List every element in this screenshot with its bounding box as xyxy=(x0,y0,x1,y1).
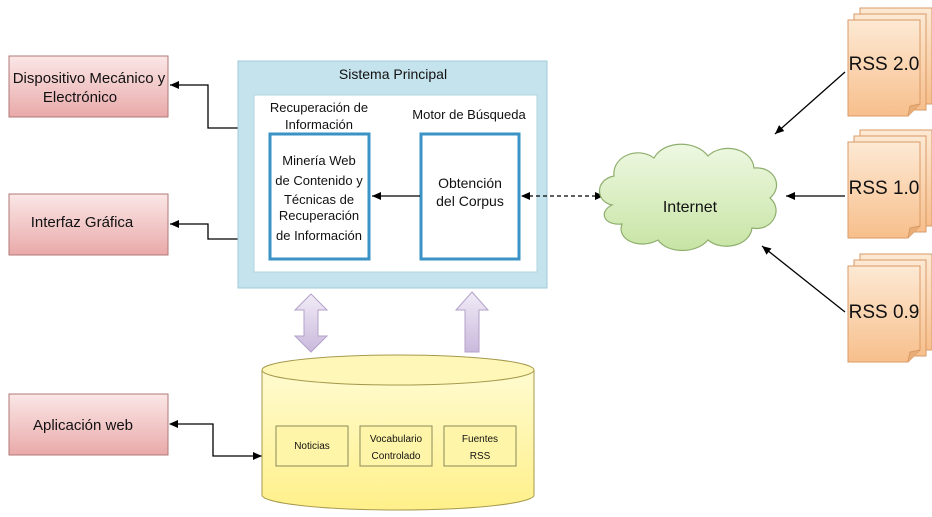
rss-1-0-stack: RSS 1.0 xyxy=(847,129,932,239)
obtencion-line2: del Corpus xyxy=(436,193,504,209)
recuperacion-header-line1: Recuperación de xyxy=(270,100,368,115)
database-cylinder: Noticias Vocabulario Controlado Fuentes … xyxy=(261,354,535,511)
motor-header: Motor de Búsqueda xyxy=(412,107,526,122)
arrow-rss20-internet xyxy=(774,71,846,135)
internet-cloud: Internet xyxy=(598,143,777,252)
arrow-aplicacion-db xyxy=(169,420,262,460)
mineria-line5: de Información xyxy=(276,228,362,243)
rss-0-9-stack: RSS 0.9 xyxy=(847,253,932,363)
interfaz-label: Interfaz Gráfica xyxy=(31,214,134,231)
db-item-fuentes-line1: Fuentes xyxy=(462,434,498,445)
obtencion-box: Obtención del Corpus xyxy=(419,132,521,261)
rss-1-0-label: RSS 1.0 xyxy=(849,178,920,199)
db-item-fuentes-line2: RSS xyxy=(470,451,491,462)
arrow-rss09-internet xyxy=(761,245,846,313)
mineria-line2: de Contenido y xyxy=(275,173,363,188)
mineria-line4: Recuperación xyxy=(279,208,359,223)
mineria-line3: Técnicas de xyxy=(284,192,354,207)
dispositivo-label-line1: Dispositivo Mecánico y xyxy=(13,70,166,87)
recuperacion-header-line2: Información xyxy=(285,117,353,132)
rss-2-0-label: RSS 2.0 xyxy=(849,54,920,75)
arrow-to-interfaz xyxy=(170,220,238,240)
sistema-principal: Sistema Principal Recuperación de Inform… xyxy=(237,60,548,289)
rss-0-9-label: RSS 0.9 xyxy=(849,302,920,323)
sistema-title: Sistema Principal xyxy=(339,66,447,82)
rss-2-0-stack: RSS 2.0 xyxy=(847,7,932,117)
internet-label: Internet xyxy=(663,199,718,216)
double-block-arrow xyxy=(293,293,329,353)
db-item-noticias: Noticias xyxy=(275,425,349,467)
db-item-vocabulario-line1: Vocabulario xyxy=(370,434,423,445)
aplicacion-label: Aplicación web xyxy=(33,417,133,434)
up-block-arrow xyxy=(454,291,490,353)
db-item-noticias-label: Noticias xyxy=(294,441,330,452)
dispositivo-box: Dispositivo Mecánico y Electrónico xyxy=(8,55,169,118)
aplicacion-box: Aplicación web xyxy=(8,393,169,456)
arrow-to-dispositivo xyxy=(170,81,238,129)
mineria-box: Minería Web de Contenido y Técnicas de R… xyxy=(268,132,371,261)
mineria-line1: Minería Web xyxy=(282,153,355,168)
dispositivo-label-line2: Electrónico xyxy=(43,89,117,106)
db-item-vocabulario: Vocabulario Controlado xyxy=(359,425,433,467)
interfaz-box: Interfaz Gráfica xyxy=(8,193,169,256)
db-item-vocabulario-line2: Controlado xyxy=(372,451,421,462)
db-item-fuentes: Fuentes RSS xyxy=(443,425,517,467)
obtencion-line1: Obtención xyxy=(438,175,502,191)
